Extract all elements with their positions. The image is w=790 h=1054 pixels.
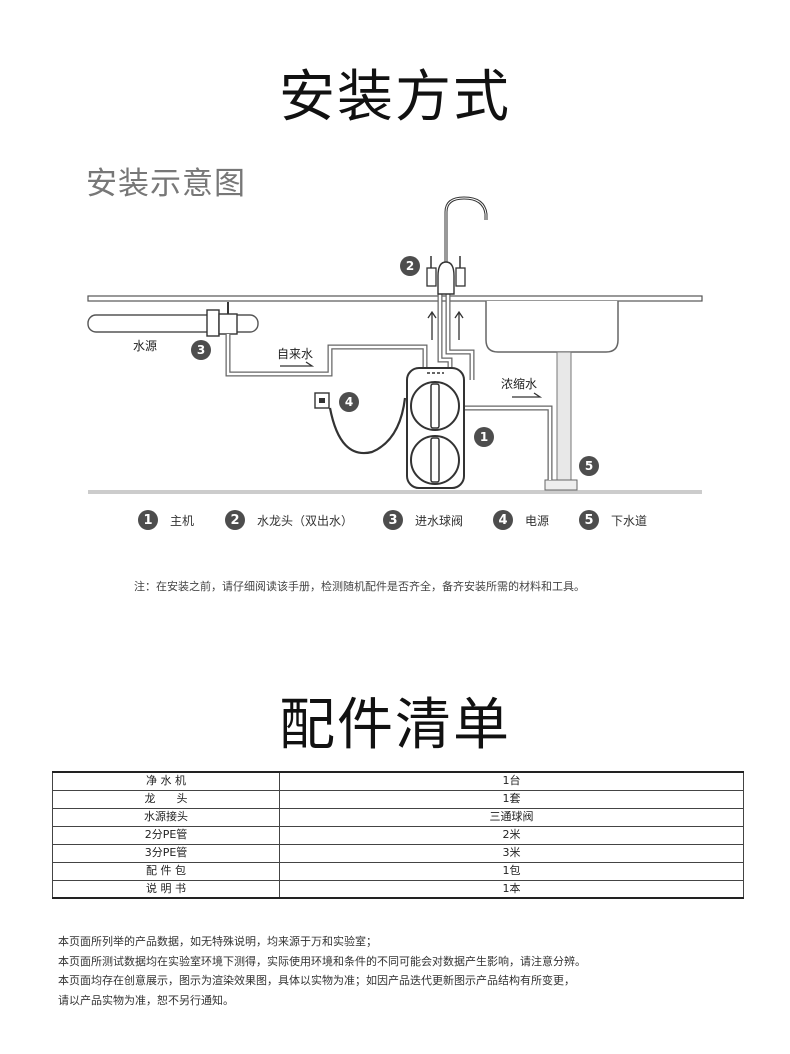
drain-pipe: [556, 351, 572, 481]
legend-number: 5: [579, 510, 599, 530]
countertop: [87, 295, 703, 302]
part-name: 水源接头: [52, 807, 280, 827]
tap-water-arrow: [280, 361, 315, 367]
part-name: 2分PE管: [52, 825, 280, 845]
svg-text:5: 5: [585, 459, 593, 473]
legend-number: 3: [383, 510, 403, 530]
ball-valve: [206, 309, 220, 337]
part-name: 净 水 机: [52, 771, 280, 791]
part-quantity: 3米: [279, 843, 744, 863]
part-name: 配 件 包: [52, 861, 280, 881]
part-name: 龙 头: [52, 789, 280, 809]
parts-heading: 配件清单: [279, 693, 511, 758]
label-concentrate: 浓缩水: [501, 376, 537, 391]
installation-heading: 安装方式: [279, 65, 511, 130]
up-arrow-right: [454, 310, 464, 340]
concentrate-arrow: [512, 392, 543, 398]
legend-item-faucet: 2 水龙头（双出水）: [225, 510, 353, 530]
legend-item-valve: 3 进水球阀: [383, 510, 463, 530]
legend-number: 1: [138, 510, 158, 530]
part-quantity: 1本: [279, 879, 744, 899]
part-quantity: 1台: [279, 771, 744, 791]
legend-number: 2: [225, 510, 245, 530]
diagram-heading: 安装示意图: [86, 166, 246, 202]
part-quantity: 1套: [279, 789, 744, 809]
svg-text:3: 3: [197, 343, 205, 357]
part-quantity: 1包: [279, 861, 744, 881]
part-quantity: 2米: [279, 825, 744, 845]
legend-item-main-unit: 1 主机: [138, 510, 194, 530]
svg-text:4: 4: [345, 395, 353, 409]
installation-diagram: 1 2 3 4 5 水源 自来水 浓缩水: [87, 196, 703, 494]
faucet-handle-right: [455, 267, 466, 287]
ball-valve-body: [218, 313, 238, 335]
svg-text:1: 1: [480, 430, 488, 444]
disclaimer-line: 本页面所列举的产品数据，如无特殊说明，均来源于万和实验室；: [58, 935, 377, 948]
marker-1: 1: [474, 427, 494, 447]
disclaimer: 本页面所列举的产品数据，如无特殊说明，均来源于万和实验室； 本页面所测试数据均在…: [58, 932, 586, 1010]
legend-item-drain: 5 下水道: [579, 510, 647, 530]
legend-label: 下水道: [611, 513, 648, 528]
marker-3: 3: [191, 340, 211, 360]
label-tap-water: 自来水: [277, 347, 313, 361]
legend-label: 进水球阀: [415, 513, 464, 528]
faucet-handle-left: [426, 267, 437, 287]
legend-label: 主机: [170, 513, 195, 528]
diagram-legend: 1 主机 2 水龙头（双出水） 3 进水球阀 4 电源 5 下水道: [0, 510, 790, 536]
part-name: 3分PE管: [52, 843, 280, 863]
table-row: 水源接头三通球阀: [52, 807, 744, 827]
sink-basin: [485, 301, 619, 353]
power-cord: [328, 397, 407, 455]
label-water-source: 水源: [133, 339, 157, 353]
part-name: 说 明 书: [52, 879, 280, 899]
svg-text:2: 2: [406, 259, 414, 273]
marker-4: 4: [339, 392, 359, 412]
faucet: [444, 196, 488, 262]
install-note: 注：在安装之前，请仔细阅读该手册，检测随机配件是否齐全，备齐安装所需的材料和工具…: [134, 580, 585, 593]
disclaimer-line: 请以产品实物为准，恕不另行通知。: [58, 993, 234, 1007]
drain-base: [544, 479, 578, 491]
legend-label: 电源: [525, 513, 550, 528]
marker-2: 2: [400, 256, 420, 276]
up-arrow-left: [427, 310, 437, 340]
disclaimer-line: 本页面均存在创意展示，图示为渲染效果图，具体以实物为准；如因产品迭代更新图示产品…: [58, 974, 575, 987]
legend-item-power: 4 电源: [493, 510, 549, 530]
disclaimer-line: 本页面所测试数据均在实验室环境下测得，实际使用环境和条件的不同可能会对数据产生影…: [58, 954, 586, 968]
marker-5: 5: [579, 456, 599, 476]
part-quantity: 三通球阀: [279, 807, 744, 827]
inlet-tube: [225, 334, 428, 377]
legend-number: 4: [493, 510, 513, 530]
legend-label: 水龙头（双出水）: [257, 513, 354, 528]
